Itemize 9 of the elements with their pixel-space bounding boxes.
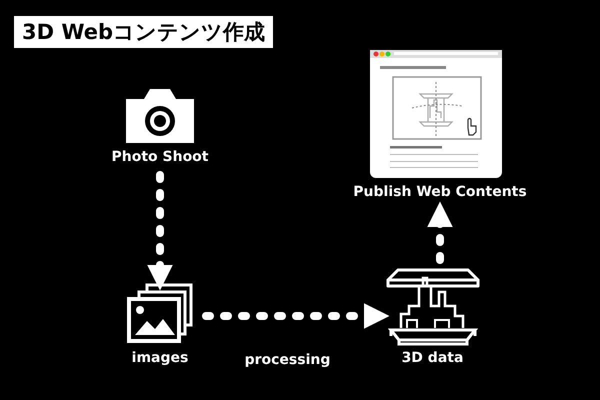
dashed-arrow: [147, 171, 173, 290]
node-label: images: [130, 350, 190, 366]
node-label: Photo Shoot: [110, 149, 210, 165]
edge-label: processing: [244, 352, 332, 368]
title-label: 3D Webコンテンツ作成: [14, 16, 274, 48]
dashed-arrow: [202, 303, 390, 329]
node-label: Publish Web Contents: [352, 184, 528, 200]
node-label: 3D data: [400, 350, 464, 366]
dashed-arrow: [427, 202, 453, 264]
